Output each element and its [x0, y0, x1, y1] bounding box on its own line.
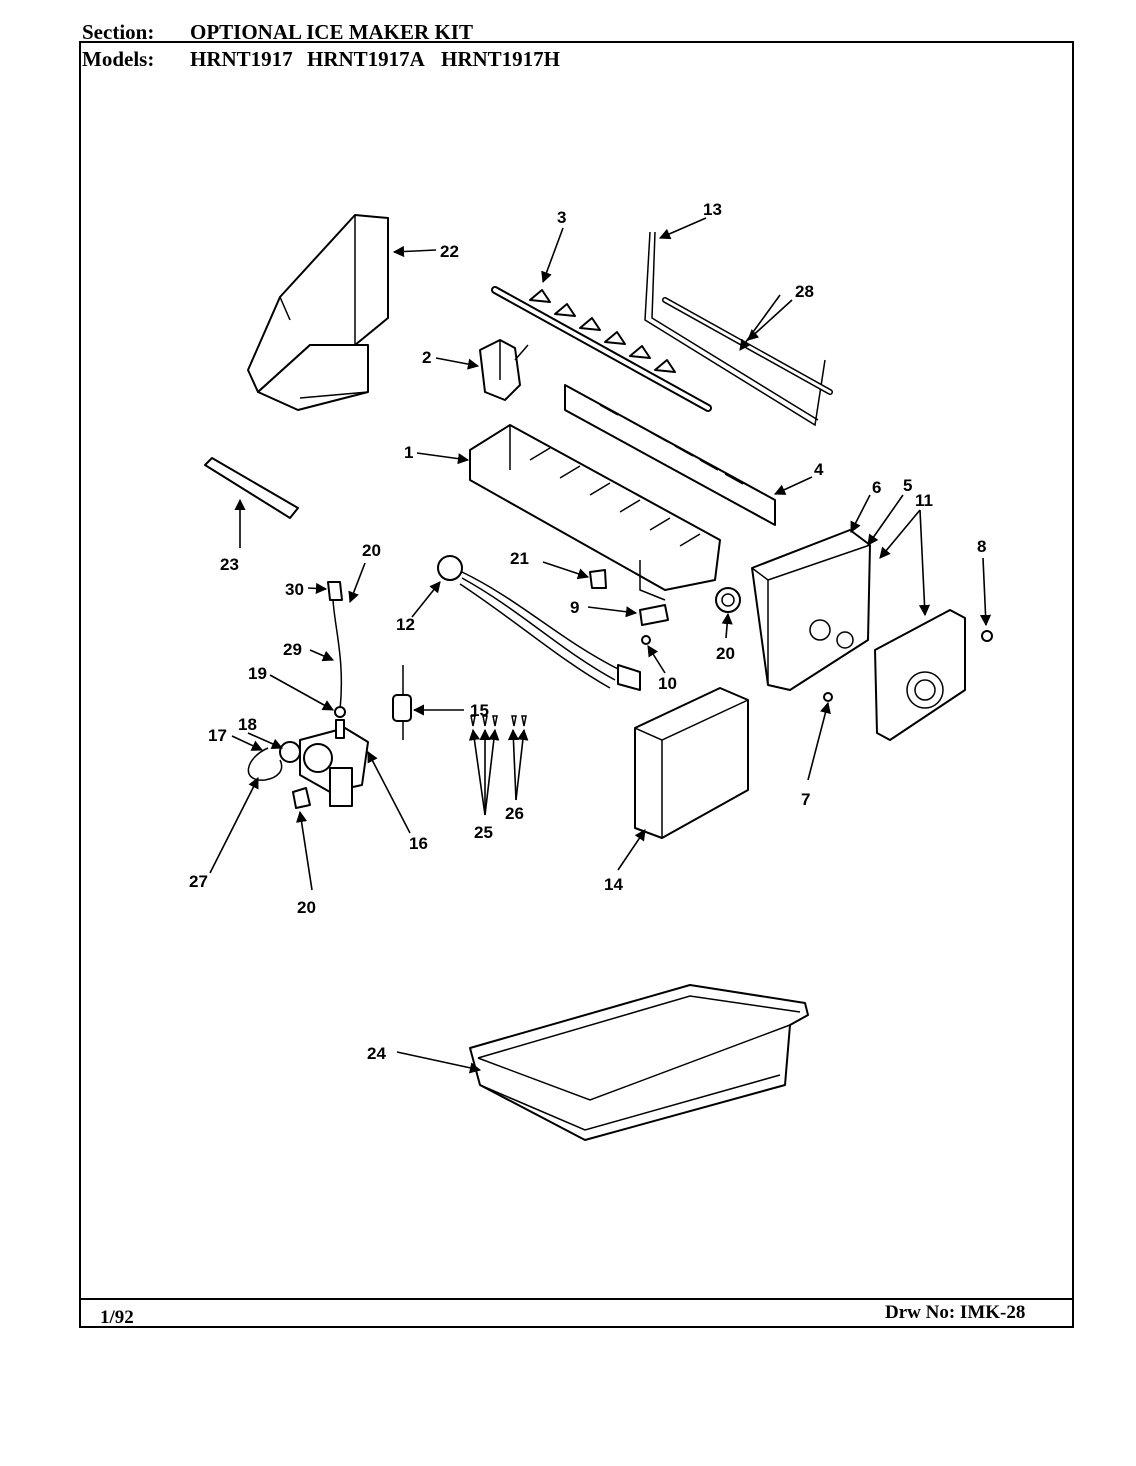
- callout-31: 30: [285, 580, 304, 599]
- part-24-tube: [204, 457, 299, 519]
- models-label: Models:: [82, 47, 155, 71]
- drawing-number: Drw No: IMK-28: [885, 1302, 1026, 1323]
- drawing-frame: [79, 41, 1074, 1328]
- part-9-bracket: [639, 604, 669, 626]
- part-2-bracket: [479, 339, 529, 401]
- part-3-ejector: [491, 286, 712, 412]
- callout-7: 7: [801, 790, 810, 809]
- callout-5: 5: [903, 476, 912, 495]
- callout-17: 17: [208, 726, 227, 745]
- part-28-wire: [247, 747, 283, 781]
- part-15-connector: [392, 665, 412, 740]
- part-5-housing: [751, 529, 871, 691]
- callout-13: 13: [703, 200, 722, 219]
- callout-30: 29: [283, 640, 302, 659]
- callout-29: 28: [795, 282, 814, 301]
- part-25-bucket: [469, 984, 809, 1141]
- callout-22: 21: [510, 549, 529, 568]
- model-number: HRNT1917: [190, 47, 293, 71]
- callout-15: 15: [470, 701, 489, 720]
- leader-lines: [209, 217, 992, 1074]
- part-26-27-screws: [470, 715, 527, 727]
- model-number: HRNT1917H: [441, 47, 561, 71]
- callout-12: 12: [396, 615, 415, 634]
- part-23-shroud: [247, 214, 389, 411]
- callout-3: 3: [557, 208, 566, 227]
- part-10-screw: [641, 635, 651, 645]
- footer-date: 1/92: [100, 1307, 134, 1328]
- callout-23: 22: [440, 242, 459, 261]
- part-14-cover: [634, 687, 749, 839]
- callout-9: 9: [570, 598, 579, 617]
- part-21-thermostat: [715, 587, 741, 613]
- callout-4: 4: [814, 460, 824, 479]
- part-16-valve: [279, 719, 369, 807]
- part-1-mold: [469, 424, 721, 601]
- callout-20-upper: 20: [362, 541, 381, 560]
- callout-16: 16: [409, 834, 428, 853]
- callout-14: 14: [604, 875, 623, 894]
- part-11-motor: [874, 609, 966, 741]
- callout-21: 20: [716, 644, 735, 663]
- callout-2: 2: [422, 348, 431, 367]
- callout-19: 19: [248, 664, 267, 683]
- part-22-clip: [589, 569, 607, 589]
- model-number: HRNT1917A: [307, 47, 425, 71]
- part-13-29-shutoff-arm: [644, 231, 833, 427]
- callout-10: 10: [658, 674, 677, 693]
- callout-8: 8: [977, 537, 986, 556]
- callout-18: 18: [238, 715, 257, 734]
- callout-26: 25: [474, 823, 493, 842]
- section-label: Section:: [82, 20, 155, 44]
- callout-6: 6: [872, 478, 881, 497]
- part-8-screw: [981, 630, 993, 642]
- callout-28: 27: [189, 872, 208, 891]
- callout-20-lower: 20: [297, 898, 316, 917]
- callout-labels: 22 3 13 28 2 1 4 6 5 11 8 23 20 30 21 12…: [189, 200, 986, 1063]
- part-20-clamp: [292, 787, 311, 809]
- callout-24: 23: [220, 555, 239, 574]
- part-12-harness: [437, 555, 641, 691]
- callout-27: 26: [505, 804, 524, 823]
- callout-1: 1: [404, 443, 413, 462]
- part-7-screw: [823, 692, 833, 702]
- section-title: OPTIONAL ICE MAKER KIT: [190, 20, 473, 44]
- part-4-stripper: [564, 384, 776, 526]
- callout-11: 11: [915, 491, 933, 510]
- callout-25: 24: [367, 1044, 386, 1063]
- part-30-tube: [327, 581, 346, 718]
